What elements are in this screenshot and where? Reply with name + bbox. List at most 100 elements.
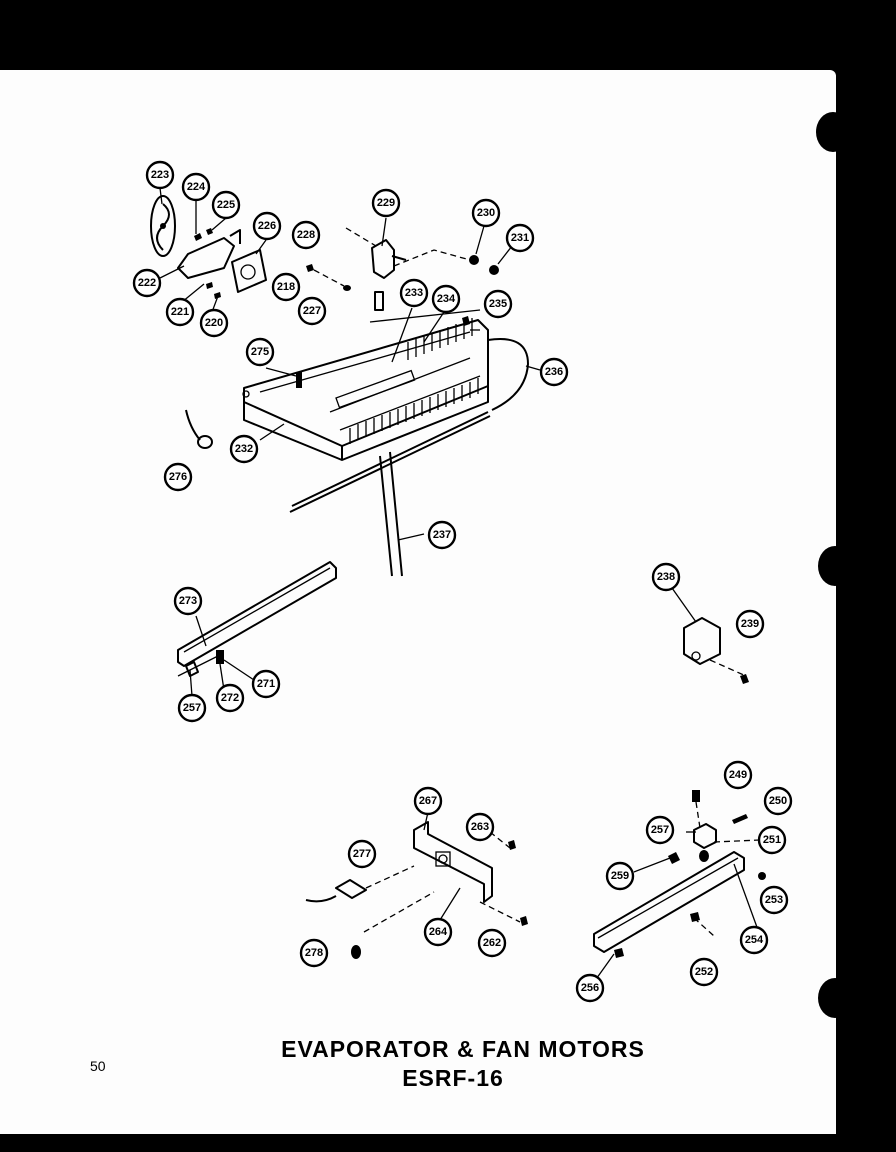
leader-226 (255, 239, 267, 255)
model-number: ESRF-16 (402, 1065, 504, 1091)
leader-257a (189, 669, 193, 697)
svg-text:257: 257 (651, 824, 669, 836)
callout-271: 271 (251, 669, 281, 699)
leader-251 (713, 839, 761, 843)
svg-text:222: 222 (138, 277, 156, 289)
svg-text:275: 275 (251, 346, 269, 358)
svg-text:249: 249 (729, 769, 747, 781)
callout-272: 272 (215, 683, 245, 713)
leader-277 (363, 865, 435, 933)
callout-253: 253 (759, 885, 789, 915)
nut-257a (185, 661, 199, 677)
svg-text:263: 263 (471, 821, 489, 833)
svg-text:251: 251 (763, 834, 781, 846)
svg-text:227: 227 (303, 305, 321, 317)
nut-231 (489, 265, 499, 275)
svg-text:257: 257 (183, 702, 201, 714)
clip-225 (206, 228, 213, 235)
diagram-title: EVAPORATOR & FAN MOTORS ESRF-16 (0, 1036, 896, 1092)
callout-277: 277 (347, 839, 377, 869)
callout-263: 263 (465, 812, 495, 842)
leader-262 (479, 901, 521, 923)
bracket-254-part (593, 851, 745, 953)
leader-275 (265, 367, 297, 377)
callout-238: 238 (651, 562, 681, 592)
scan-border-bottom (0, 1132, 896, 1152)
svg-text:267: 267 (419, 795, 437, 807)
callout-262: 262 (477, 928, 507, 958)
callout-254: 254 (739, 925, 769, 955)
svg-text:218: 218 (277, 281, 295, 293)
callout-259: 259 (605, 861, 635, 891)
screw-235 (462, 316, 470, 326)
drain-fitting-part (371, 239, 407, 311)
callout-221: 221 (165, 297, 195, 327)
leader-252 (693, 917, 715, 937)
svg-text:233: 233 (405, 287, 423, 299)
callout-218: 218 (271, 272, 301, 302)
leader-223 (159, 187, 163, 205)
svg-text:229: 229 (377, 197, 395, 209)
svg-text:277: 277 (353, 848, 371, 860)
callout-251: 251 (757, 825, 787, 855)
callout-228: 228 (291, 220, 321, 250)
nut-251 (699, 850, 709, 862)
callout-249: 249 (723, 760, 753, 790)
leader-229 (393, 249, 471, 267)
leader-234 (423, 311, 445, 343)
callout-223: 223 (145, 160, 175, 190)
svg-text:224: 224 (187, 181, 206, 193)
grommet-278 (351, 945, 361, 959)
svg-text:221: 221 (171, 306, 189, 318)
svg-text:231: 231 (511, 232, 529, 244)
screw-256 (614, 948, 624, 958)
svg-text:237: 237 (433, 529, 451, 541)
screw-250 (732, 814, 748, 824)
callout-267: 267 (413, 786, 443, 816)
callout-234: 234 (431, 284, 461, 314)
screw-221 (206, 282, 213, 289)
svg-text:220: 220 (205, 317, 223, 329)
leader-225 (211, 217, 227, 231)
wire-276 (185, 409, 201, 441)
evaporator-part (242, 309, 489, 461)
callout-224: 224 (181, 172, 211, 202)
nut-253 (758, 872, 766, 880)
callout-235: 235 (483, 289, 513, 319)
callout-231: 231 (505, 223, 535, 253)
leader-233 (391, 307, 413, 363)
svg-text:238: 238 (657, 571, 675, 583)
svg-text:259: 259 (611, 870, 629, 882)
page-number: 50 (90, 1058, 106, 1074)
callout-250: 250 (763, 786, 793, 816)
leader-218 (313, 269, 345, 287)
bracket-273-part (177, 561, 337, 667)
switch-277-part (305, 879, 367, 903)
leader-273 (195, 615, 207, 647)
callout-227: 227 (297, 296, 327, 326)
callout-276: 276 (163, 462, 193, 492)
fan-motor-part (231, 249, 267, 293)
svg-text:232: 232 (235, 443, 253, 455)
binder-hole-top (816, 112, 850, 152)
screw-263 (508, 840, 516, 850)
grommet-230 (469, 255, 479, 265)
fan-bracket-part (177, 229, 241, 279)
leader-228 (345, 227, 377, 247)
callout-236: 236 (539, 357, 569, 387)
leader-254 (733, 863, 759, 931)
svg-text:223: 223 (151, 169, 169, 181)
leader-230 (475, 225, 485, 255)
svg-text:276: 276 (169, 471, 187, 483)
screw-239 (740, 674, 749, 684)
callout-256: 256 (575, 973, 605, 1003)
svg-text:271: 271 (257, 678, 275, 690)
svg-text:278: 278 (305, 947, 323, 959)
screw-220 (214, 292, 221, 299)
svg-text:252: 252 (695, 966, 713, 978)
screw-218 (306, 264, 314, 272)
leader-222 (159, 265, 185, 279)
leader-263 (489, 831, 511, 849)
screw-line-271 (177, 655, 219, 677)
